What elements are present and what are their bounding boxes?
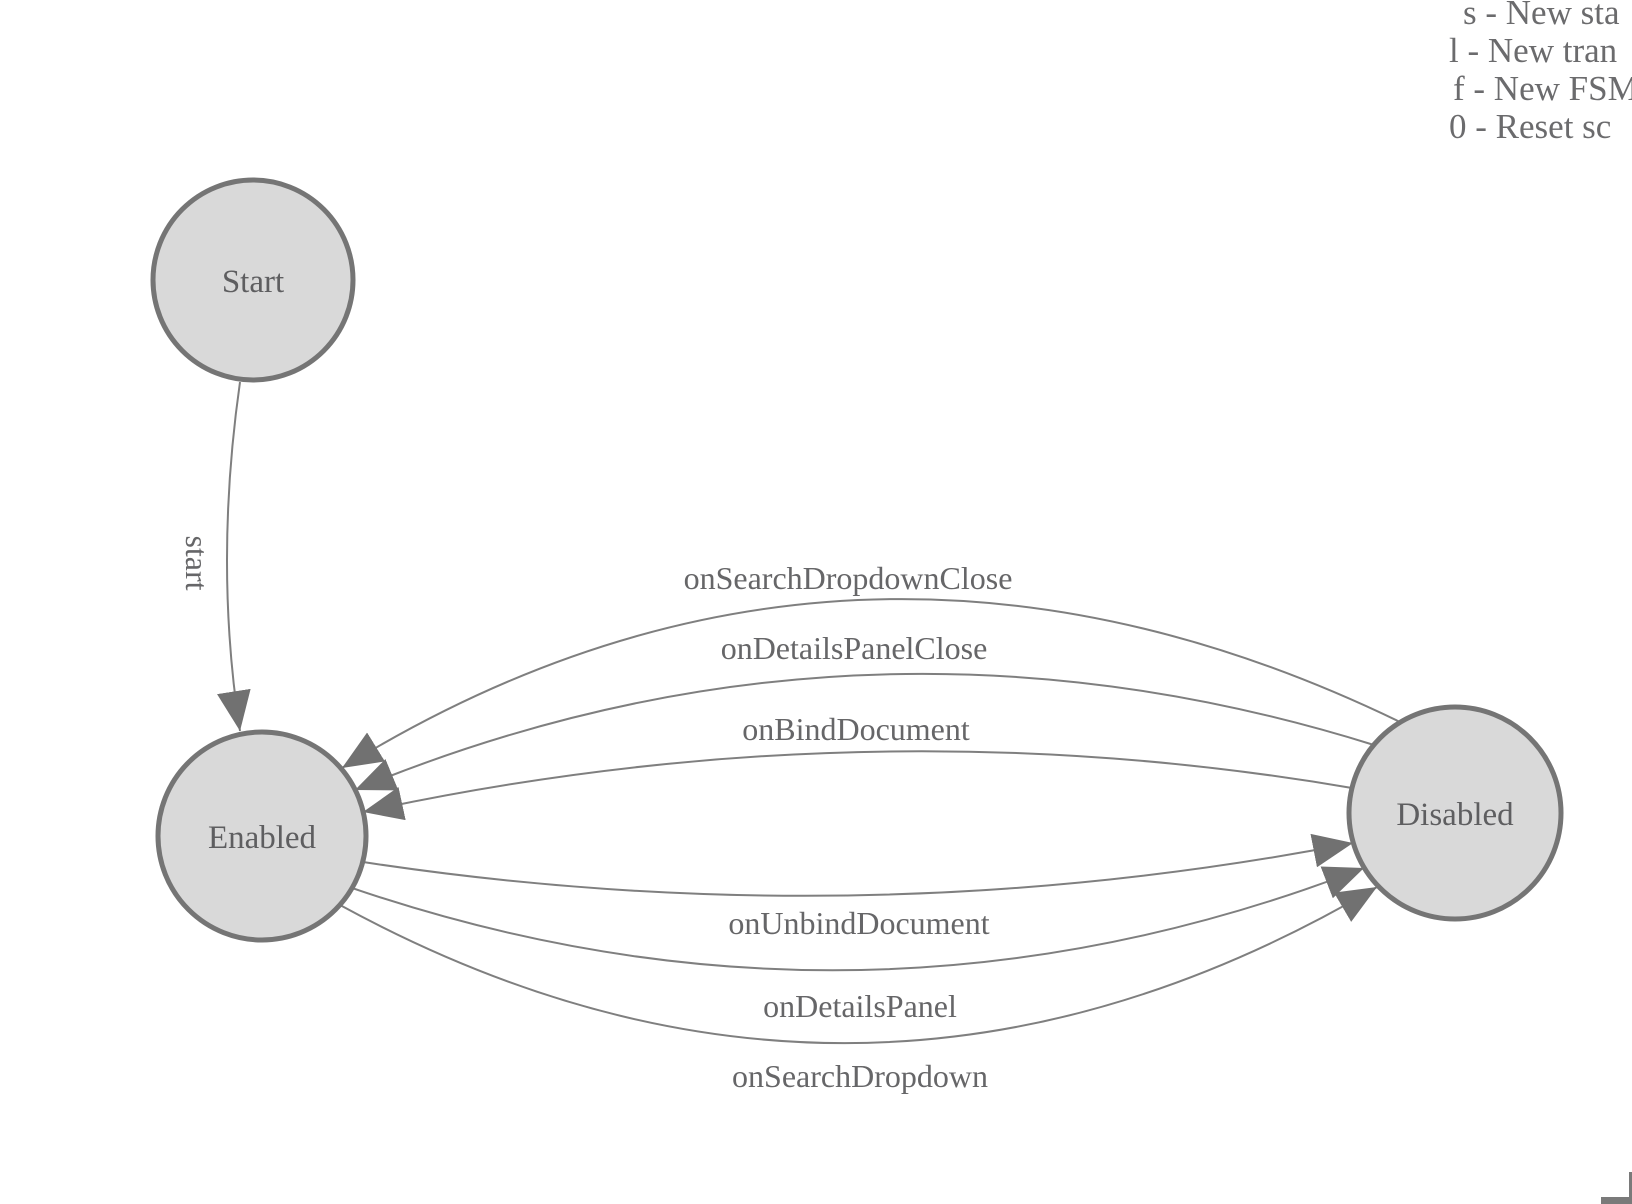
edge-label-onDetailsPanelClose: onDetailsPanelClose [721,630,988,666]
state-node-disabled[interactable]: Disabled [1346,704,1564,922]
edge-onBindDocument[interactable] [362,750,1353,821]
state-circle-start[interactable] [150,177,356,383]
legend-line-new-fsm: f - New FSM [1453,69,1632,108]
legend-line-reset-scale: 0 - Reset sc [1449,107,1612,146]
edge-label-onBindDocument: onBindDocument [742,711,970,747]
state-label-start: Start [222,264,284,300]
state-circle-enabled[interactable] [155,729,369,943]
state-node-enabled[interactable]: Enabled [155,729,369,943]
edge-onSearchDropdownClose[interactable] [341,598,1401,769]
edge-onDetailsPanelClose[interactable] [354,672,1375,791]
edge-onUnbindDocument[interactable] [362,833,1354,897]
clipped-corner-horizontal-bar [1601,1197,1632,1204]
edge-label-onDetailsPanel: onDetailsPanel [763,988,957,1024]
state-circle-disabled[interactable] [1346,704,1564,922]
state-label-enabled: Enabled [208,820,317,856]
state-node-start[interactable]: Start [150,177,356,383]
edge-onDetailsPanel[interactable] [351,866,1365,972]
edge-label-start: start [179,535,215,590]
edge-label-onUnbindDocument: onUnbindDocument [728,905,989,941]
edge-label-onSearchDropdown: onSearchDropdown [732,1058,988,1094]
legend-line-new-transition: l - New tran [1449,31,1618,70]
state-label-disabled: Disabled [1396,797,1514,833]
legend-line-new-state: s - New sta [1463,0,1620,32]
edge-label-onSearchDropdownClose: onSearchDropdownClose [684,560,1013,596]
edge-start[interactable] [217,381,251,732]
shortcut-legend: s - New sta l - New tran f - New FSM 0 -… [1449,0,1632,146]
clipped-corner-vertical-bar [1629,1172,1632,1204]
edge-onSearchDropdown[interactable] [339,886,1378,1045]
